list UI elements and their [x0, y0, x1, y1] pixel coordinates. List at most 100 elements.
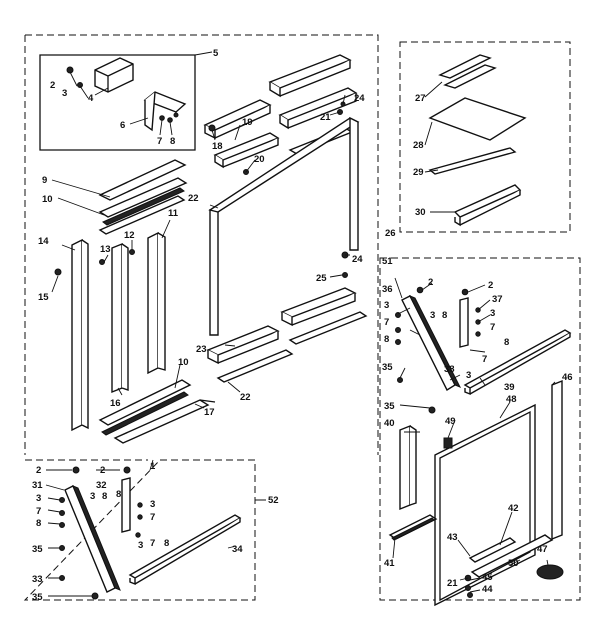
leader-lines [45, 51, 556, 597]
callout-3: 3 [90, 491, 95, 502]
callout-33: 33 [32, 574, 43, 585]
callout-3: 3 [430, 310, 435, 321]
bracket-37 [459, 297, 469, 348]
callout-37: 37 [492, 294, 503, 305]
callout-3: 3 [384, 300, 389, 311]
strip-29 [428, 147, 517, 175]
side-channels [54, 159, 216, 444]
callout-3: 3 [138, 540, 143, 551]
main-frame [208, 116, 360, 336]
callout-7: 7 [36, 506, 41, 517]
hardware-kit-outline [399, 41, 571, 233]
channel-17 [113, 399, 210, 444]
channel-14 [71, 238, 83, 432]
callout-7: 7 [157, 136, 162, 147]
rail-50 [470, 534, 554, 578]
foam-pad-47 [536, 564, 564, 580]
callout-6: 6 [120, 120, 125, 131]
frame-right-side [349, 116, 359, 251]
callout-10: 10 [178, 357, 189, 368]
callout-13: 13 [100, 244, 111, 255]
plate-28 [428, 97, 527, 141]
callout-26: 26 [385, 228, 396, 239]
channel-9 [98, 159, 187, 201]
callout-25: 25 [316, 273, 327, 284]
callout-2: 2 [428, 277, 433, 288]
rail-22-lower [216, 349, 294, 383]
callout-3: 3 [150, 499, 155, 510]
callout-8: 8 [384, 334, 389, 345]
callout-3: 3 [466, 370, 471, 381]
callout-8: 8 [170, 136, 175, 147]
bracket-assembly [59, 466, 242, 600]
callout-35: 35 [32, 592, 43, 603]
callout-46: 46 [562, 372, 573, 383]
callout-3: 3 [36, 493, 41, 504]
callout-4: 4 [88, 93, 94, 104]
callout-2: 2 [36, 465, 41, 476]
channel-40 [399, 424, 411, 511]
callout-8: 8 [164, 538, 169, 549]
channel-10-bottom [98, 379, 192, 426]
latch-49 [443, 437, 453, 449]
callout-51: 51 [382, 256, 393, 267]
frame-top [208, 117, 360, 213]
callout-8: 8 [102, 491, 107, 502]
callout-16: 16 [110, 398, 121, 409]
callout-24: 24 [354, 93, 365, 104]
callout-35: 35 [32, 544, 43, 555]
callout-47: 47 [537, 544, 548, 555]
callout-29: 29 [413, 167, 424, 178]
callout-5: 5 [213, 48, 219, 59]
callout-3: 3 [490, 308, 495, 319]
callout-2: 2 [488, 280, 493, 291]
callout-27: 27 [415, 93, 426, 104]
channel-11 [147, 231, 159, 375]
channel-46 [551, 379, 563, 541]
bracket-32 [121, 477, 131, 533]
callout-8: 8 [36, 518, 41, 529]
bracket-kit [66, 57, 187, 132]
callout-30: 30 [415, 207, 426, 218]
callout-24: 24 [352, 254, 363, 265]
callout-22: 22 [240, 392, 251, 403]
callout-40: 40 [384, 418, 395, 429]
section-outlines [23, 34, 581, 601]
callout-38: 38 [444, 364, 455, 375]
bracket-assembly-outline [23, 459, 256, 601]
callout-8: 8 [504, 337, 509, 348]
callout-45: 45 [482, 572, 493, 583]
callout-15: 15 [38, 292, 49, 303]
callout-34: 34 [232, 544, 243, 555]
callout-3: 3 [62, 88, 67, 99]
strip-42 [468, 537, 517, 563]
callout-14: 14 [38, 236, 49, 247]
callout-8: 8 [116, 489, 121, 500]
callout-18: 18 [212, 141, 223, 152]
callout-39: 39 [504, 382, 515, 393]
callout-7: 7 [490, 322, 495, 333]
hardware-kit [428, 54, 527, 227]
panel-assembly-outline [379, 257, 581, 601]
top-rails [203, 54, 358, 175]
callout-7: 7 [150, 538, 155, 549]
callout-23: 23 [196, 344, 207, 355]
callout-36: 36 [382, 284, 393, 295]
panel-assembly [388, 286, 572, 607]
callout-20: 20 [254, 154, 265, 165]
callout-1: 1 [150, 461, 156, 472]
callout-10: 10 [42, 194, 53, 205]
bracket-kit-outline [39, 54, 196, 151]
channel-16 [111, 242, 123, 394]
strip-30 [453, 184, 522, 218]
rail-34 [128, 514, 242, 579]
callout-labels: 5 2 3 4 6 7 8 18 19 21 24 20 22 24 25 23… [32, 48, 573, 603]
callout-7: 7 [384, 317, 389, 328]
callout-32: 32 [96, 480, 107, 491]
callout-2: 2 [50, 80, 55, 91]
callout-12: 12 [124, 230, 135, 241]
frame-left-side [209, 209, 219, 336]
callout-11: 11 [168, 208, 179, 219]
callout-7: 7 [150, 512, 155, 523]
